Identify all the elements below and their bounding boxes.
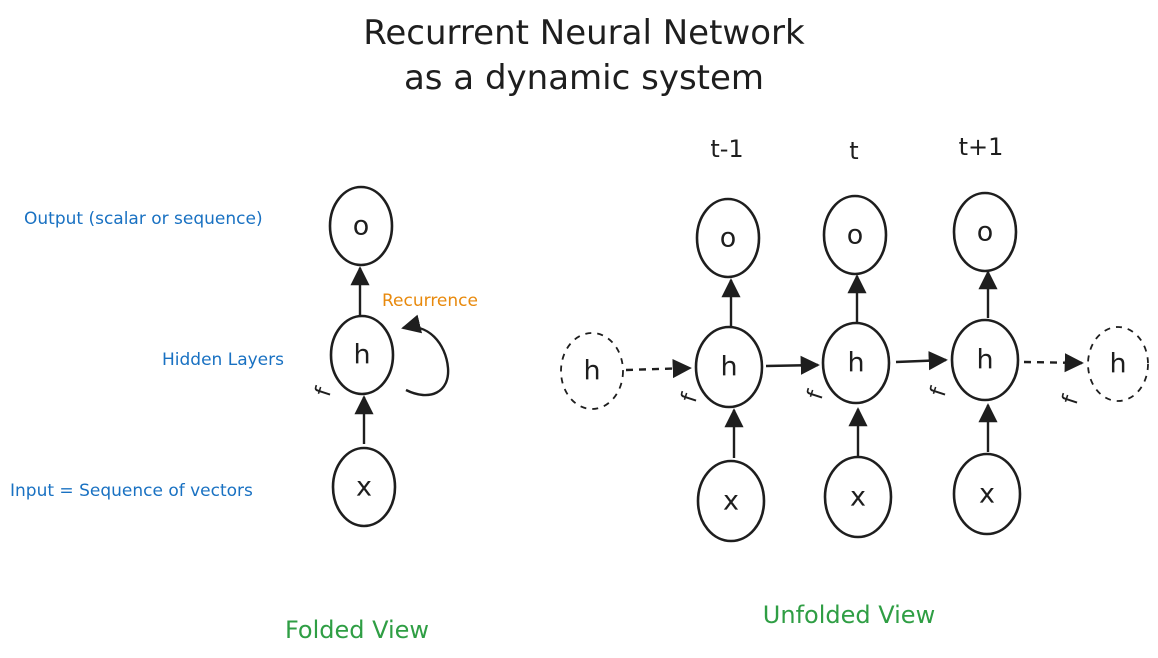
unfolded-input-node: x: [952, 452, 1022, 536]
unfolded-hidden-prev-node-label: h: [583, 356, 600, 387]
unfolded-f-label-next: f: [1058, 391, 1085, 407]
unfolded-hidden-node-label: h: [976, 345, 993, 376]
unfolded-output-node: o: [695, 197, 761, 279]
unfolded-f-label: f: [926, 383, 953, 399]
time-step-label: t: [849, 137, 858, 165]
unfolded-hidden-node: h: [694, 325, 764, 409]
diagram-title-line2: as a dynamic system: [404, 58, 764, 98]
folded-output-node-label: o: [353, 211, 370, 242]
unfolded-output-node-label: o: [847, 220, 864, 251]
unfolded-hidden-next-node-label: h: [1109, 349, 1126, 380]
folded-f-label: f: [311, 383, 338, 399]
unfolded-hidden-prev-node: h: [560, 332, 624, 410]
unfolded-hidden-node: h: [821, 321, 891, 405]
folded-input-node-label: x: [356, 472, 372, 503]
folded-input-node: x: [331, 446, 397, 528]
folded-view: Output (scalar or sequence) Hidden Layer…: [10, 185, 478, 644]
unfolded-column-t: o h x f: [803, 194, 893, 539]
unfolded-view-caption: Unfolded View: [763, 601, 935, 629]
unfolded-hidden-node: h: [950, 318, 1020, 402]
unfolded-h3-to-h-next-edge: [1023, 353, 1084, 373]
diagram-title-line1: Recurrent Neural Network: [363, 13, 805, 53]
folded-recurrence-loop: [401, 314, 450, 397]
time-step-label: t-1: [710, 135, 743, 163]
unfolded-hidden-node-label: h: [847, 348, 864, 379]
unfolded-column-t-plus-1: o h x f: [926, 191, 1022, 536]
unfolded-output-node-label: o: [720, 223, 737, 254]
unfolded-output-node: o: [952, 191, 1018, 273]
unfolded-h-prev-to-h1-edge: [625, 358, 692, 379]
unfolded-output-node-label: o: [977, 217, 994, 248]
unfolded-f-label: f: [677, 389, 704, 405]
folded-hidden-node: h: [329, 314, 395, 396]
unfolded-input-node: x: [823, 455, 893, 539]
unfolded-hidden-node-label: h: [720, 352, 737, 383]
unfolded-input-node-label: x: [979, 479, 995, 510]
output-annotation: Output (scalar or sequence): [24, 209, 263, 229]
unfolded-output-node: o: [822, 194, 888, 276]
unfolded-hidden-next-node: h: [1087, 326, 1149, 402]
unfolded-f-label: f: [803, 386, 830, 402]
folded-output-node: o: [328, 185, 394, 267]
recurrence-annotation: Recurrence: [382, 291, 478, 311]
unfolded-input-node: x: [696, 459, 766, 543]
folded-hidden-node-label: h: [353, 340, 370, 371]
unfolded-h1-to-h2-edge: [765, 355, 820, 375]
unfolded-input-node-label: x: [850, 482, 866, 513]
unfolded-h2-to-h3-edge: [895, 351, 948, 371]
unfolded-column-t-minus-1: o h x f: [677, 197, 766, 543]
folded-view-caption: Folded View: [285, 616, 429, 644]
time-step-label: t+1: [959, 133, 1004, 161]
unfolded-view: t-1 t t+1 h h o h: [560, 133, 1149, 629]
hidden-annotation: Hidden Layers: [162, 350, 284, 370]
unfolded-input-node-label: x: [723, 486, 739, 517]
input-annotation: Input = Sequence of vectors: [10, 481, 253, 501]
